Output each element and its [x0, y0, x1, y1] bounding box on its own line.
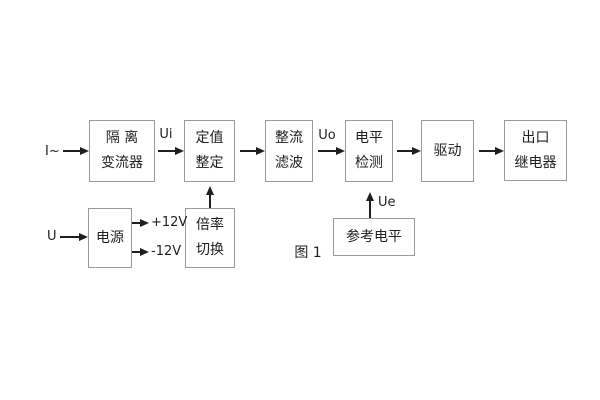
block-label-line: 定值	[195, 130, 224, 146]
arrow-reference-to-level	[365, 192, 374, 218]
block-label-line: 滤波	[275, 155, 303, 171]
block-label-line: 检测	[355, 155, 383, 171]
block-rectify-filter: 整流 滤波	[265, 120, 313, 182]
block-label-line: 倍率	[196, 217, 224, 233]
arrow-isolation-to-setting	[158, 146, 184, 155]
arrow-setting-to-rectify	[240, 146, 265, 155]
block-setting-adjust: 定值 整定	[184, 120, 235, 182]
block-level-detect: 电平 检测	[345, 120, 393, 182]
block-label-line: 电平	[355, 130, 383, 146]
block-label-line: 电源	[96, 229, 124, 246]
block-output-relay: 出口 继电器	[504, 120, 567, 181]
label-input-voltage: U	[47, 229, 57, 244]
arrow-rectify-to-level	[318, 146, 345, 155]
block-label-line: 驱动	[433, 142, 462, 159]
arrow-input-voltage-to-power	[60, 232, 88, 241]
block-label-line: 继电器	[514, 154, 557, 171]
block-label-line: 切换	[196, 242, 224, 258]
label-input-current: I~	[45, 144, 60, 159]
block-power-supply: 电源	[88, 208, 132, 268]
label-ui: Ui	[159, 127, 173, 142]
block-label-line: 出口	[521, 129, 550, 146]
arrow-level-to-drive	[397, 146, 421, 155]
block-ratio-switch: 倍率 切换	[185, 208, 235, 268]
label-minus-12v: -12V	[151, 244, 182, 259]
block-isolation-transformer: 隔 离 变流器	[89, 120, 155, 182]
block-label-line: 变流器	[101, 155, 143, 171]
block-label-line: 整流	[275, 130, 303, 146]
arrow-ratio-to-setting	[205, 186, 214, 208]
label-uo: Uo	[318, 128, 336, 143]
arrow-power-plus-rail	[132, 218, 149, 227]
arrow-drive-to-relay	[479, 146, 504, 155]
label-ue: Ue	[378, 195, 396, 210]
arrow-power-minus-rail	[132, 247, 149, 256]
label-plus-12v: +12V	[151, 215, 188, 230]
arrow-input-current-to-isolation	[63, 146, 89, 155]
block-label-line: 参考电平	[346, 228, 402, 245]
block-drive: 驱动	[421, 120, 474, 182]
block-label-line: 整定	[195, 155, 224, 171]
block-reference-level: 参考电平	[333, 218, 415, 256]
block-label-line: 隔 离	[105, 130, 139, 146]
figure-caption: 图 1	[294, 245, 322, 261]
